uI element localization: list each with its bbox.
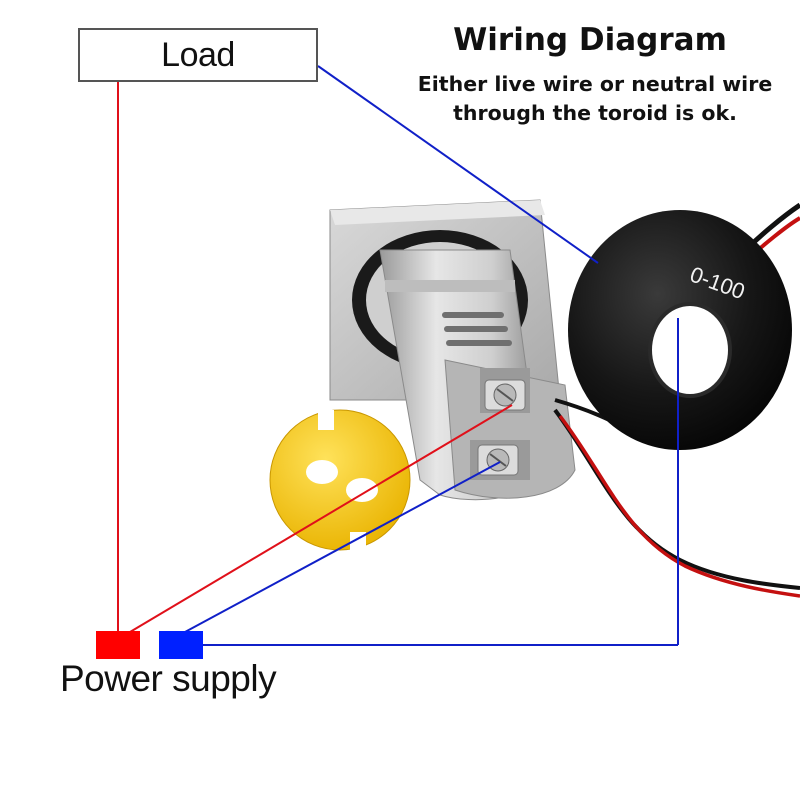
- blue-terminal: [159, 631, 203, 659]
- toroid-ct: 0-100: [568, 210, 792, 450]
- diagram-title: Wiring Diagram: [453, 22, 727, 58]
- live-wire-path: [117, 82, 513, 633]
- red-terminal: [96, 631, 140, 659]
- wiring-note-line-1: Either live wire or neutral wire: [417, 72, 773, 96]
- neutral-wire-path: [184, 65, 679, 646]
- load-box: Load: [78, 28, 318, 82]
- load-label: Load: [161, 35, 235, 74]
- wiring-note: Either live wire or neutral wire through…: [400, 70, 790, 128]
- yellow-mounting-nut: [269, 409, 411, 552]
- power-supply-label: Power supply: [60, 658, 277, 699]
- wiring-note-line-2: through the toroid is ok.: [453, 101, 737, 125]
- screw-terminal-top: [484, 379, 526, 411]
